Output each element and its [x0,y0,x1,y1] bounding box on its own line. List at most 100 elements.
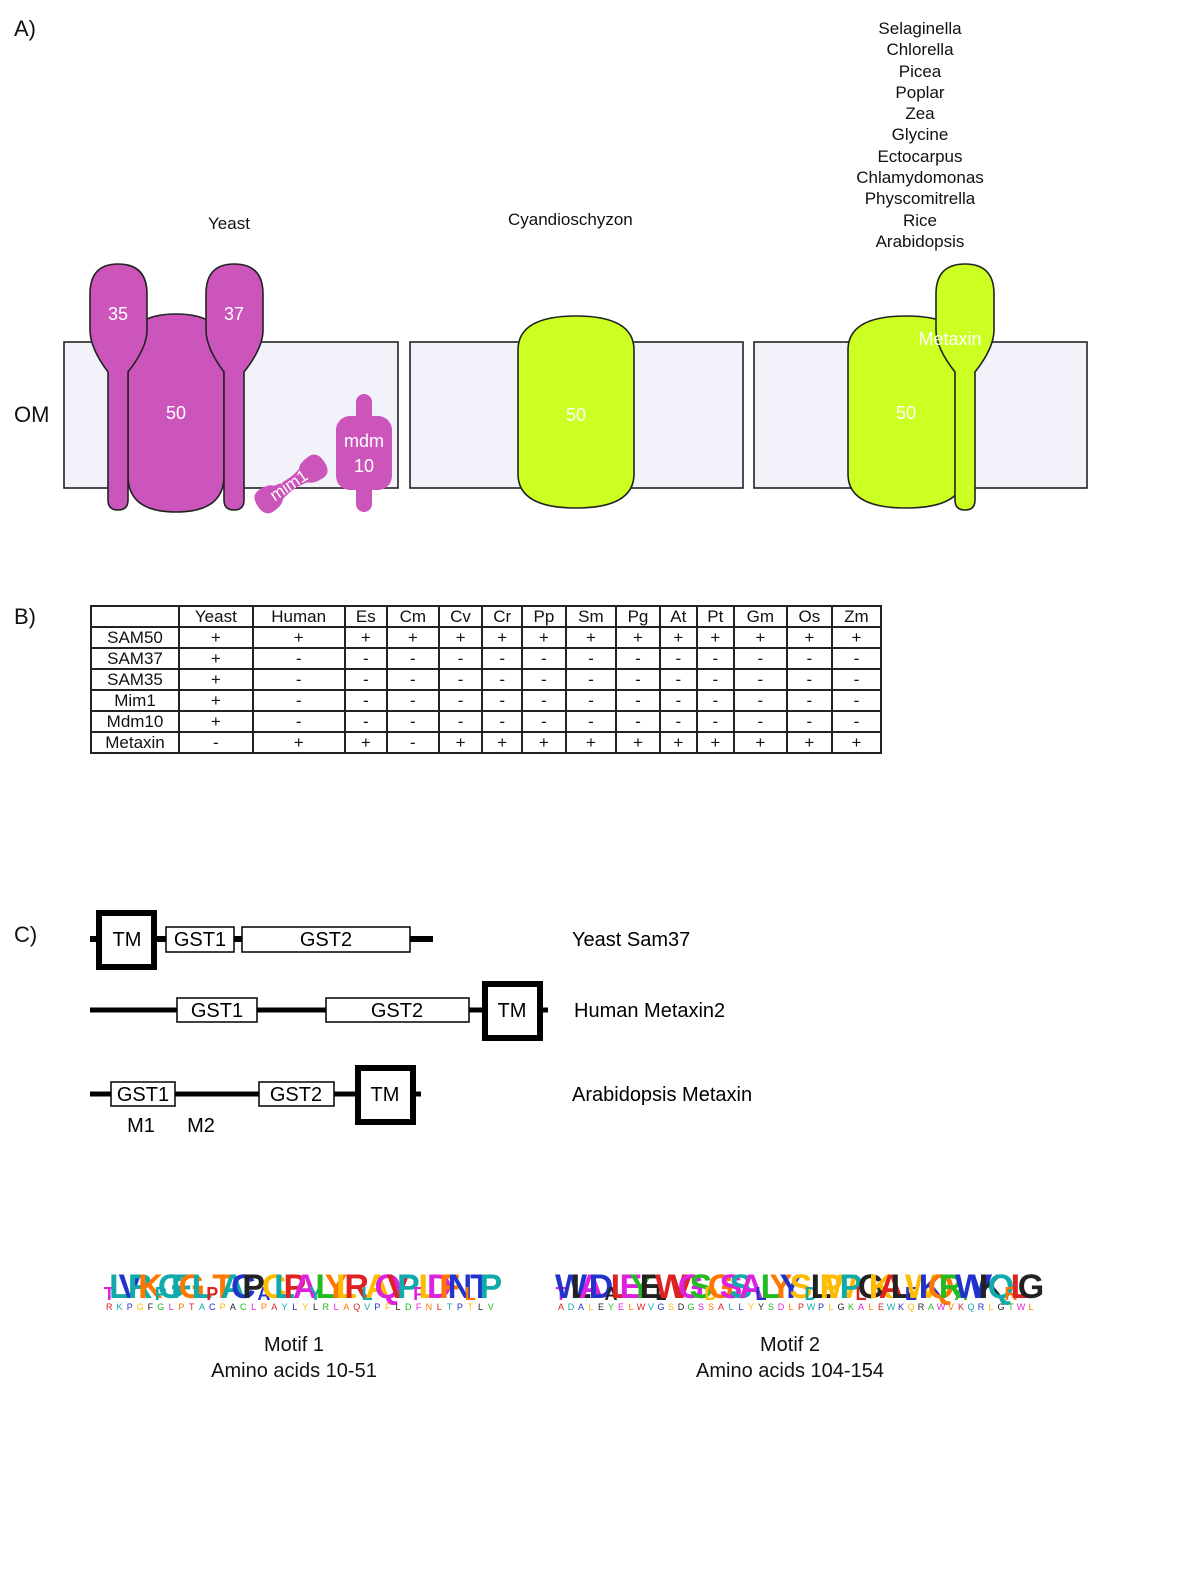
logo-residue: T [470,1268,491,1306]
species-name: Ectocarpus [877,146,963,166]
table-cell: - [178,731,254,754]
domain-architecture-diagram: TM GST1 GST2 GST1 GST2 TM GST1 GST2 TM M… [90,910,752,1137]
table-cell: - [658,668,698,691]
logo-residue-minor: Q [907,1302,914,1312]
table-cell: - [481,710,524,733]
panel-a-label: A) [14,16,36,41]
table-cell: - [615,668,661,691]
yeast-sam35 [89,263,148,511]
table-cell: + [830,731,883,754]
logo-residue-minor: W [887,1302,896,1312]
species-name: Chlamydomonas [856,168,984,188]
logo-residue: D [705,1284,718,1304]
yeast-mim1 [254,454,328,514]
table-cell: - [385,689,440,712]
human-metaxin2-tm-domain [482,981,543,1041]
human-metaxin2-gst1-domain [176,997,258,1023]
table-cell: - [251,668,346,691]
yeast-sam37 [205,263,264,511]
logo-residue: S [720,1268,743,1306]
logo-residue-minor: Y [608,1302,614,1312]
motif1-caption: Motif 1 Amino acids 10-51 [144,1332,444,1384]
table-cell: + [178,710,254,733]
logo-residue-minor: P [457,1302,463,1312]
logo-residue: P [397,1268,420,1306]
logo-residue-minor: K [898,1302,904,1312]
logo-residue: L [756,1284,767,1304]
logo-residue-minor: L [437,1302,442,1312]
cyanidioschyzon-title: Cyandioschyzon [508,210,633,229]
human-metaxin2-tm-label: TM [498,1000,527,1022]
logo-residue-minor: G [687,1302,694,1312]
logo-residue-minor: L [628,1302,633,1312]
membrane-diagram: 35 37 50 mdm 10 mim1 50 50 Metaxin [63,263,1088,514]
logo-residue-minor: A [928,1302,934,1312]
human-metaxin2-gst1-label: GST1 [191,1000,243,1022]
logo-residue: L [891,1268,912,1306]
logo-residue-minor: P [818,1302,824,1312]
table-cell: + [343,626,388,649]
table-cell: - [437,689,484,712]
table-cell: + [564,731,618,754]
logo-residue: W [655,1268,688,1306]
human-metaxin2-gst2-domain [325,997,470,1023]
logo-residue: A [955,1284,968,1304]
logo-residue-minor: W [807,1302,816,1312]
logo-residue: K [869,1268,894,1306]
logo-residue-minor: P [220,1302,226,1312]
table-cell: - [732,710,788,733]
motif2-caption: Motif 2 Amino acids 104-154 [640,1332,940,1384]
logo-residue: F [171,1268,192,1306]
yeast-sam37-tm-domain [96,910,157,970]
logo-residue-minor: E [618,1302,624,1312]
logo-residue: W [955,1268,988,1306]
yeast-sam-complex [89,263,264,513]
table-cell: + [437,626,484,649]
table-cell: - [251,689,346,712]
logo-residue-minor: Q [353,1302,360,1312]
logo-residue-minor: L [738,1302,743,1312]
logo-residue-minor: S [768,1302,774,1312]
table-cell: - [564,647,618,670]
logo-residue-minor: V [364,1302,370,1312]
logo-residue-minor: R [918,1302,925,1312]
species-name: Zea [905,104,935,124]
logo-residue: L [109,1268,130,1306]
yeast-title: Yeast [208,214,250,233]
logo-residue: P [206,1284,218,1304]
table-cell: - [437,710,484,733]
logo-residue-minor: T [447,1302,453,1312]
table-cell: + [615,731,661,754]
logo-residue: A [221,1268,246,1306]
logo-residue-minor: L [868,1302,873,1312]
table-cell: - [615,710,661,733]
logo-residue: F [439,1268,460,1306]
species-name: Picea [898,61,942,81]
logo-residue: V [970,1268,993,1306]
column-header [90,605,180,628]
column-header: Pg [615,605,661,628]
logo-residue-minor: C [209,1302,216,1312]
logo-residue: W [555,1268,588,1306]
logo-residue: A [739,1268,764,1306]
row-header: Mim1 [90,689,180,712]
logo-residue: E [640,1268,663,1306]
logo-residue: C [231,1268,256,1306]
logo-residue: W [825,1268,858,1306]
column-header: Pt [695,605,735,628]
arabidopsis-metaxin-name: Arabidopsis Metaxin [572,1084,752,1106]
column-header: Os [785,605,833,628]
logo-residue-minor: L [588,1302,593,1312]
logo-residue: Q [928,1268,954,1306]
logo-residue-minor: Y [302,1302,308,1312]
column-header: Human [251,605,346,628]
logo-residue: R [344,1268,369,1306]
logo-residue-minor: Y [758,1302,764,1312]
logo-residue: R [1005,1284,1018,1304]
table-cell: - [785,647,833,670]
logo-residue-minor: L [478,1302,483,1312]
motif2-sequence-logo: TAWDLAALDEAYLEELYWEVLGWSVDGGSSDSGASLSLAY… [555,1268,1044,1312]
logo-residue: A [879,1268,904,1306]
motif2-position-label: M2 [187,1115,215,1137]
logo-residue: W [905,1268,938,1306]
